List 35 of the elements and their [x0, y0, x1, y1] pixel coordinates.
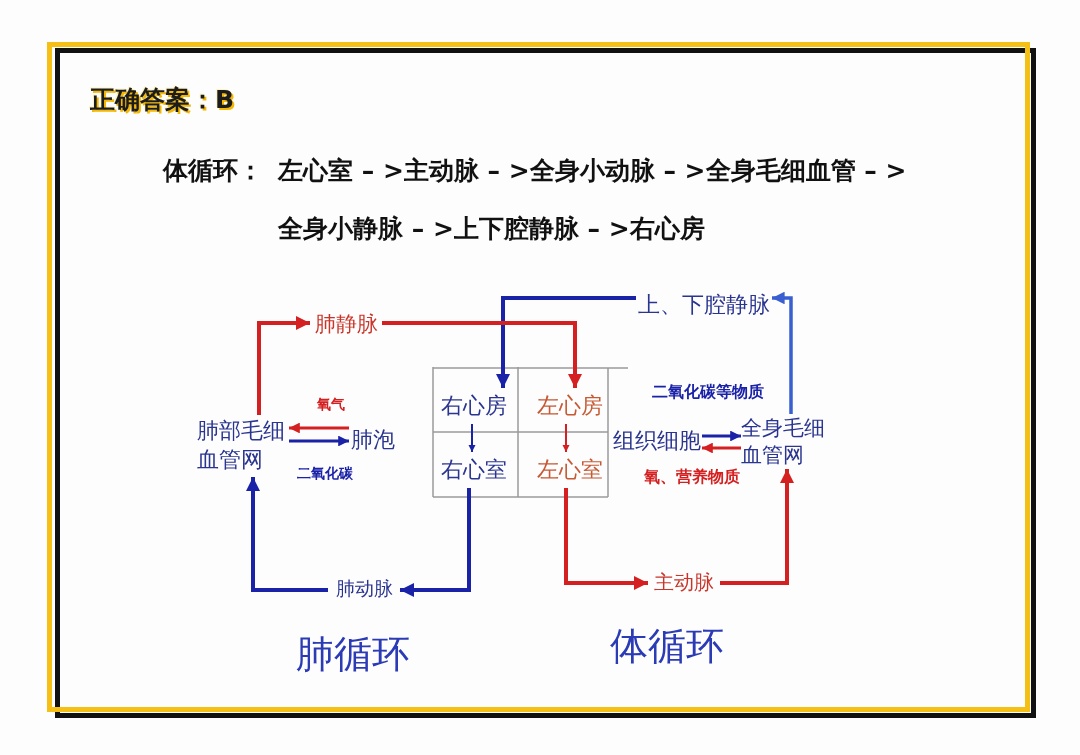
tissue-cell-label: 组织细胞	[612, 425, 702, 457]
capillary-label: 肺部毛细血管网	[197, 415, 289, 477]
alveolus-label: 肺泡	[349, 424, 397, 456]
flow-arrow	[289, 422, 349, 434]
note-text: 左心室 – >主动脉 – >全身小动脉 – >全身毛细血管 – >全身小静脉 – >上下腔静脉 – >右心房	[278, 155, 908, 245]
edge-label: 二氧化碳	[296, 466, 354, 482]
heart-chamber-label: 右心房	[438, 388, 510, 424]
answer-heading: 正确答案：B	[90, 84, 235, 116]
artery-label: 主动脉	[648, 568, 720, 596]
note-heading: 体循环：	[163, 155, 264, 187]
section-title: 肺循环	[296, 632, 411, 677]
flow-arrow	[564, 488, 648, 591]
edge-label: 氧、营养物质	[643, 468, 741, 486]
section-title: 体循环	[610, 624, 725, 669]
flow-arrow	[289, 435, 349, 447]
flow-arrow	[702, 430, 741, 442]
vein-label: 上、下腔静脉	[636, 290, 772, 320]
edge-label: 氧气	[316, 397, 346, 413]
flow-arrow	[702, 442, 741, 454]
flow-arrow	[245, 477, 328, 592]
vein-label: 肺静脉	[310, 310, 382, 338]
flow-arrow	[772, 291, 793, 414]
heart-chamber-label: 右心室	[438, 452, 510, 488]
flow-arrow	[495, 296, 636, 388]
flow-arrow	[382, 321, 583, 388]
capillary-label: 全身毛细血管网	[741, 414, 833, 469]
artery-label: 肺动脉	[328, 575, 400, 603]
edge-label: 二氧化碳等物质	[651, 383, 765, 401]
heart-chamber-label: 左心室	[534, 452, 606, 488]
flow-arrow	[468, 423, 476, 453]
flow-arrow	[562, 423, 570, 453]
flow-arrow	[257, 315, 310, 415]
heart-chamber-label: 左心房	[534, 388, 606, 424]
flow-arrow	[720, 469, 795, 585]
flow-arrow	[400, 488, 471, 598]
